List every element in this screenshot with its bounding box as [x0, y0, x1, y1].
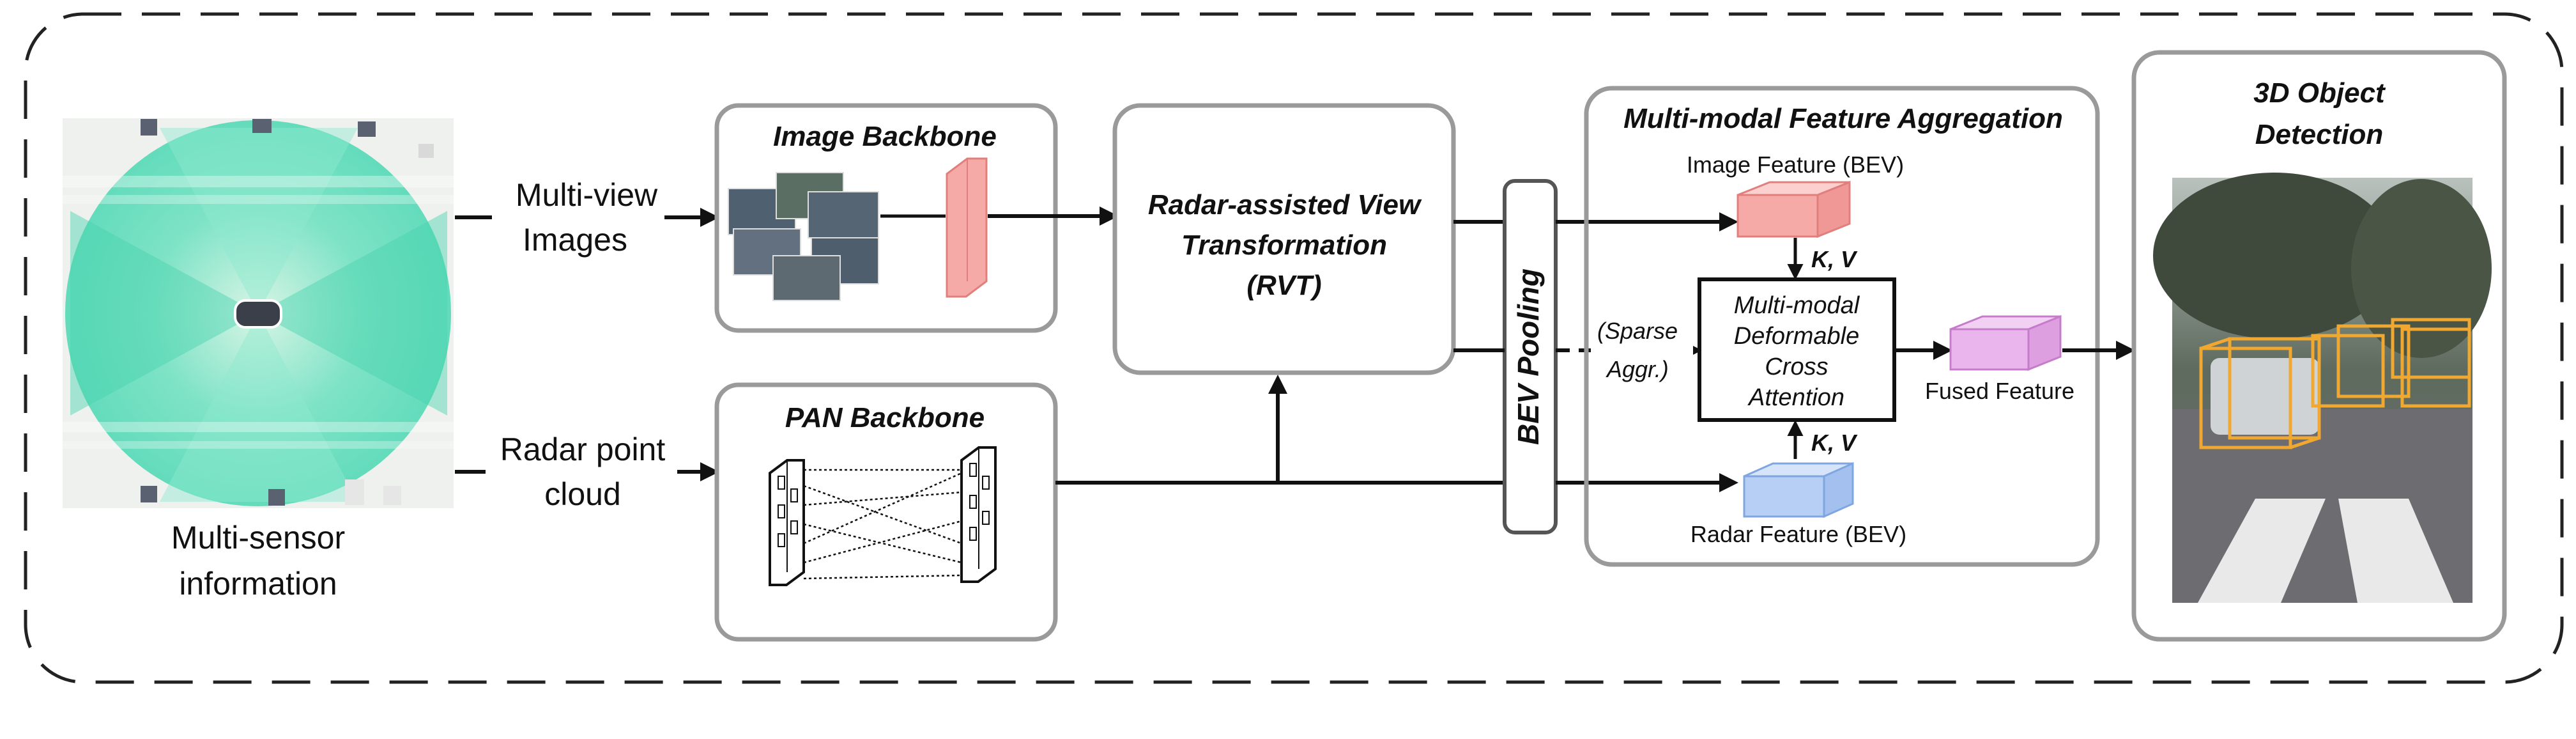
attention-line4: Attention	[1747, 384, 1844, 411]
kv-bottom-label: K, V	[1811, 430, 1858, 456]
image-backbone-title: Image Backbone	[773, 121, 997, 152]
multi-view-thumbnails	[728, 172, 879, 301]
aggregation-box	[1584, 86, 2100, 567]
attention-line2: Deformable	[1734, 323, 1859, 350]
kv-top-label: K, V	[1811, 246, 1858, 272]
sensor-caption-line2: information	[179, 566, 337, 602]
multi-sensor-illustration	[63, 118, 454, 508]
bev-pooling-label: BEV Pooling	[1512, 268, 1545, 445]
rvt-line1: Radar-assisted View	[1148, 189, 1422, 221]
aggregation-title: Multi-modal Feature Aggregation	[1623, 103, 2063, 134]
radar-feature-slab	[1743, 462, 1854, 518]
pan-backbone-title: PAN Backbone	[785, 402, 985, 433]
detection-title-line2: Detection	[2255, 119, 2383, 150]
detection-scene-image	[2153, 173, 2492, 603]
rvt-line3: (RVT)	[1246, 270, 1321, 301]
radar-feature-label: Radar Feature (BEV)	[1690, 521, 1906, 547]
image-feature-slab	[1736, 180, 1851, 238]
outer-dashed-frame	[24, 12, 2564, 684]
radar-label-line1: Radar point	[500, 432, 666, 467]
sparse-aggr-line2: Aggr.)	[1606, 356, 1669, 382]
rvt-line2: Transformation	[1181, 229, 1387, 261]
radar-label-line2: cloud	[544, 476, 621, 512]
attention-line1: Multi-modal	[1734, 292, 1860, 319]
attention-line3: Cross	[1765, 354, 1828, 380]
detection-title-line1: 3D Object	[2253, 77, 2386, 109]
sensor-caption-line1: Multi-sensor	[171, 520, 345, 556]
images-label-line2: Images	[523, 222, 627, 258]
images-label-line1: Multi-view	[516, 177, 658, 213]
bev-pooling-box	[1503, 179, 1558, 534]
rvt-box	[1112, 103, 1456, 375]
sparse-aggr-line1: (Sparse	[1597, 318, 1678, 344]
image-feature-label: Image Feature (BEV)	[1687, 152, 1904, 178]
fused-feature-label: Fused Feature	[1925, 378, 2074, 404]
ego-car-icon	[234, 299, 282, 329]
pan-network-illustration	[769, 446, 997, 586]
fused-feature-slab	[1949, 315, 2062, 371]
